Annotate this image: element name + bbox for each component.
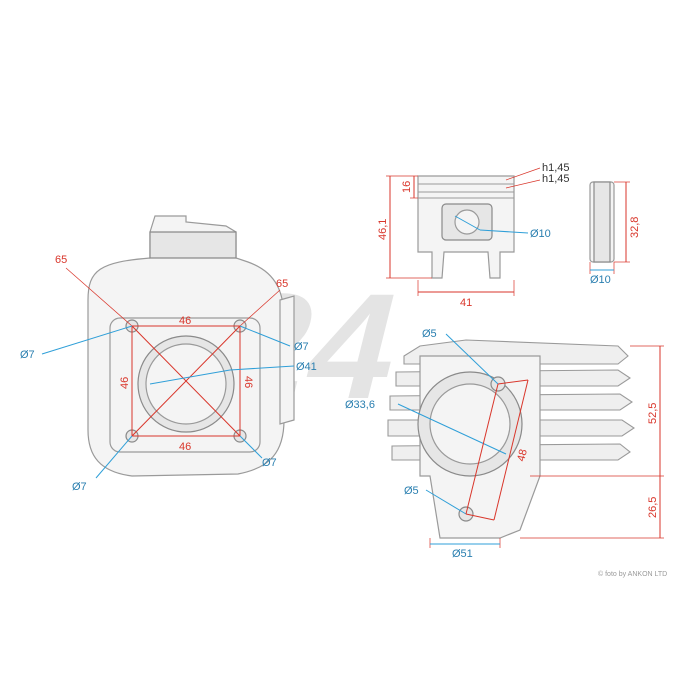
photo-credit: © foto by ANKON LTD [598,570,667,578]
dim-height-right: 46 [242,376,254,388]
cylinder-top-view [87,215,295,477]
dim-pin-length: 32,8 [629,217,641,238]
dim-port-distance: 48 [515,448,530,463]
dim-hole-bottom-right: Ø7 [262,457,277,469]
dim-width-top: 46 [179,315,191,327]
cylinder-side-view [387,339,635,539]
dim-height-lower: 26,5 [647,497,659,518]
dim-stud-top: Ø5 [422,328,437,340]
dim-hole-top-left: Ø7 [20,349,35,361]
dim-pin-bore: Ø10 [530,228,551,240]
dim-piston-height: 46,1 [377,219,389,240]
flange-dimensions [41,267,295,479]
dim-hole-top-right: Ø7 [294,341,309,353]
piston-pin-view [589,181,615,263]
dim-diagonal-left: 65 [55,254,67,266]
piston-dimensions [386,167,541,296]
piston-view [417,175,515,279]
dim-width-bottom: 46 [179,441,191,453]
dim-hole-bottom-left: Ø7 [72,481,87,493]
cylinder-dimensions [397,333,664,548]
dim-port: Ø33,6 [345,399,375,411]
dim-stud-bottom: Ø5 [404,485,419,497]
pin-dimensions [589,181,630,274]
dim-pin-diameter: Ø10 [590,274,611,286]
dim-height-upper: 52,5 [647,403,659,424]
dim-piston-diameter: 41 [460,297,472,309]
dim-ring-2: h1,45 [542,173,570,185]
dim-diagonal-right: 65 [276,278,288,290]
dim-height-left: 46 [119,377,131,389]
dim-base-diameter: Ø51 [452,548,473,560]
dim-ring-zone: 16 [401,181,413,193]
dim-bore: Ø41 [296,361,317,373]
dim-ring-1: h1,45 [542,162,570,174]
